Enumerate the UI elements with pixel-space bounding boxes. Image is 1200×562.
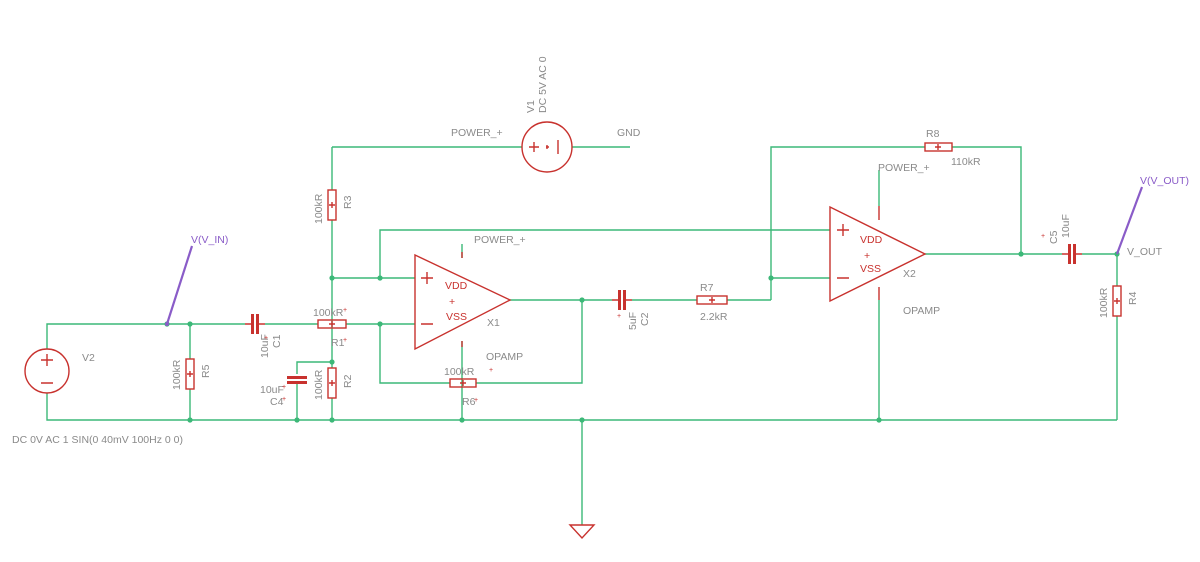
v1-name: V1 xyxy=(525,100,537,113)
capacitor-c5[interactable] xyxy=(1062,244,1082,264)
v2-name: V2 xyxy=(82,352,95,364)
x2-model: OPAMP xyxy=(903,305,940,317)
x2-vdd: VDD xyxy=(860,234,883,246)
resistor-r3[interactable] xyxy=(327,189,337,221)
x1-name: X1 xyxy=(487,317,500,329)
resistor-r1[interactable] xyxy=(317,319,347,329)
capacitor-c1[interactable] xyxy=(245,314,265,334)
resistor-r8[interactable] xyxy=(924,142,953,152)
pin-mark: + xyxy=(1041,233,1045,240)
r4-name: R4 xyxy=(1127,291,1139,305)
junctions xyxy=(164,251,1120,423)
x2-name: X2 xyxy=(903,268,916,280)
net-power-plus-x1: POWER_+ xyxy=(474,234,526,246)
capacitor-c2[interactable] xyxy=(612,290,632,310)
resistor-r5[interactable] xyxy=(185,358,195,390)
probe-v-in-label: V(V_IN) xyxy=(191,234,228,246)
net-v-out: V_OUT xyxy=(1127,246,1163,258)
opamp-x2[interactable] xyxy=(829,205,927,303)
x1-model: OPAMP xyxy=(486,351,523,363)
r4-value: 100kR xyxy=(1098,287,1110,318)
c5-name: C5 xyxy=(1048,230,1060,244)
pin-mark: + xyxy=(489,367,493,374)
r7-name: R7 xyxy=(700,282,714,294)
c2-value: 5uF xyxy=(627,312,639,330)
source-v2[interactable] xyxy=(24,348,70,394)
c5-value: 10uF xyxy=(1060,214,1072,238)
v1-spec: DC 5V AC 0 xyxy=(537,56,549,113)
pin-mark: + xyxy=(264,335,268,342)
pin-mark: + xyxy=(343,307,347,314)
capacitor-c4[interactable] xyxy=(287,376,307,384)
pin-mark: + xyxy=(282,384,286,391)
x2-vss: VSS xyxy=(860,263,881,275)
r6-value: 100kR xyxy=(444,366,475,378)
r6-name: R6 xyxy=(462,396,476,408)
probe-v-out-label: V(V_OUT) xyxy=(1140,175,1189,187)
resistor-r6[interactable] xyxy=(449,378,477,388)
r7-value: 2.2kR xyxy=(700,311,728,323)
source-v1[interactable] xyxy=(521,121,573,173)
wires xyxy=(46,146,1118,525)
net-power-plus-v1: POWER_+ xyxy=(451,127,503,139)
pin-mark: + xyxy=(343,337,347,344)
c1-name: C1 xyxy=(271,334,283,348)
probe-v-out[interactable] xyxy=(1115,186,1144,255)
pin-mark: + xyxy=(474,397,478,404)
c4-name: C4 xyxy=(270,396,284,408)
r8-name: R8 xyxy=(926,128,940,140)
r2-name: R2 xyxy=(342,374,354,388)
r3-name: R3 xyxy=(342,195,354,209)
r8-value: 110kR xyxy=(951,156,981,168)
x2-mid: + xyxy=(864,250,870,262)
resistor-r7[interactable] xyxy=(696,295,728,305)
ground-symbol[interactable] xyxy=(568,524,596,540)
opamp-x1[interactable] xyxy=(414,252,512,351)
r3-value: 100kR xyxy=(313,193,325,224)
c2-name: C2 xyxy=(639,312,651,326)
r2-value: 100kR xyxy=(313,369,325,400)
v2-spec: DC 0V AC 1 SIN(0 40mV 100Hz 0 0) xyxy=(12,434,183,446)
pin-markers: + + + + + + + + + xyxy=(264,233,1045,404)
r5-value: 100kR xyxy=(171,359,183,390)
resistor-r4[interactable] xyxy=(1112,285,1122,317)
r1-name: R1 xyxy=(331,337,345,349)
c1-value: 10uF xyxy=(259,334,271,358)
resistor-r2[interactable] xyxy=(327,367,337,399)
x1-vss: VSS xyxy=(446,311,467,323)
pin-mark: + xyxy=(282,396,286,403)
x1-mid: + xyxy=(449,296,455,308)
pin-mark: + xyxy=(617,313,621,320)
net-gnd: GND xyxy=(617,127,641,139)
r5-name: R5 xyxy=(200,364,212,378)
x1-vdd: VDD xyxy=(445,280,468,292)
net-power-plus-x2: POWER_+ xyxy=(878,162,930,174)
probe-v-in[interactable] xyxy=(165,245,194,326)
c4-value: 10uF xyxy=(260,384,284,396)
r1-value: 100kR xyxy=(313,307,344,319)
